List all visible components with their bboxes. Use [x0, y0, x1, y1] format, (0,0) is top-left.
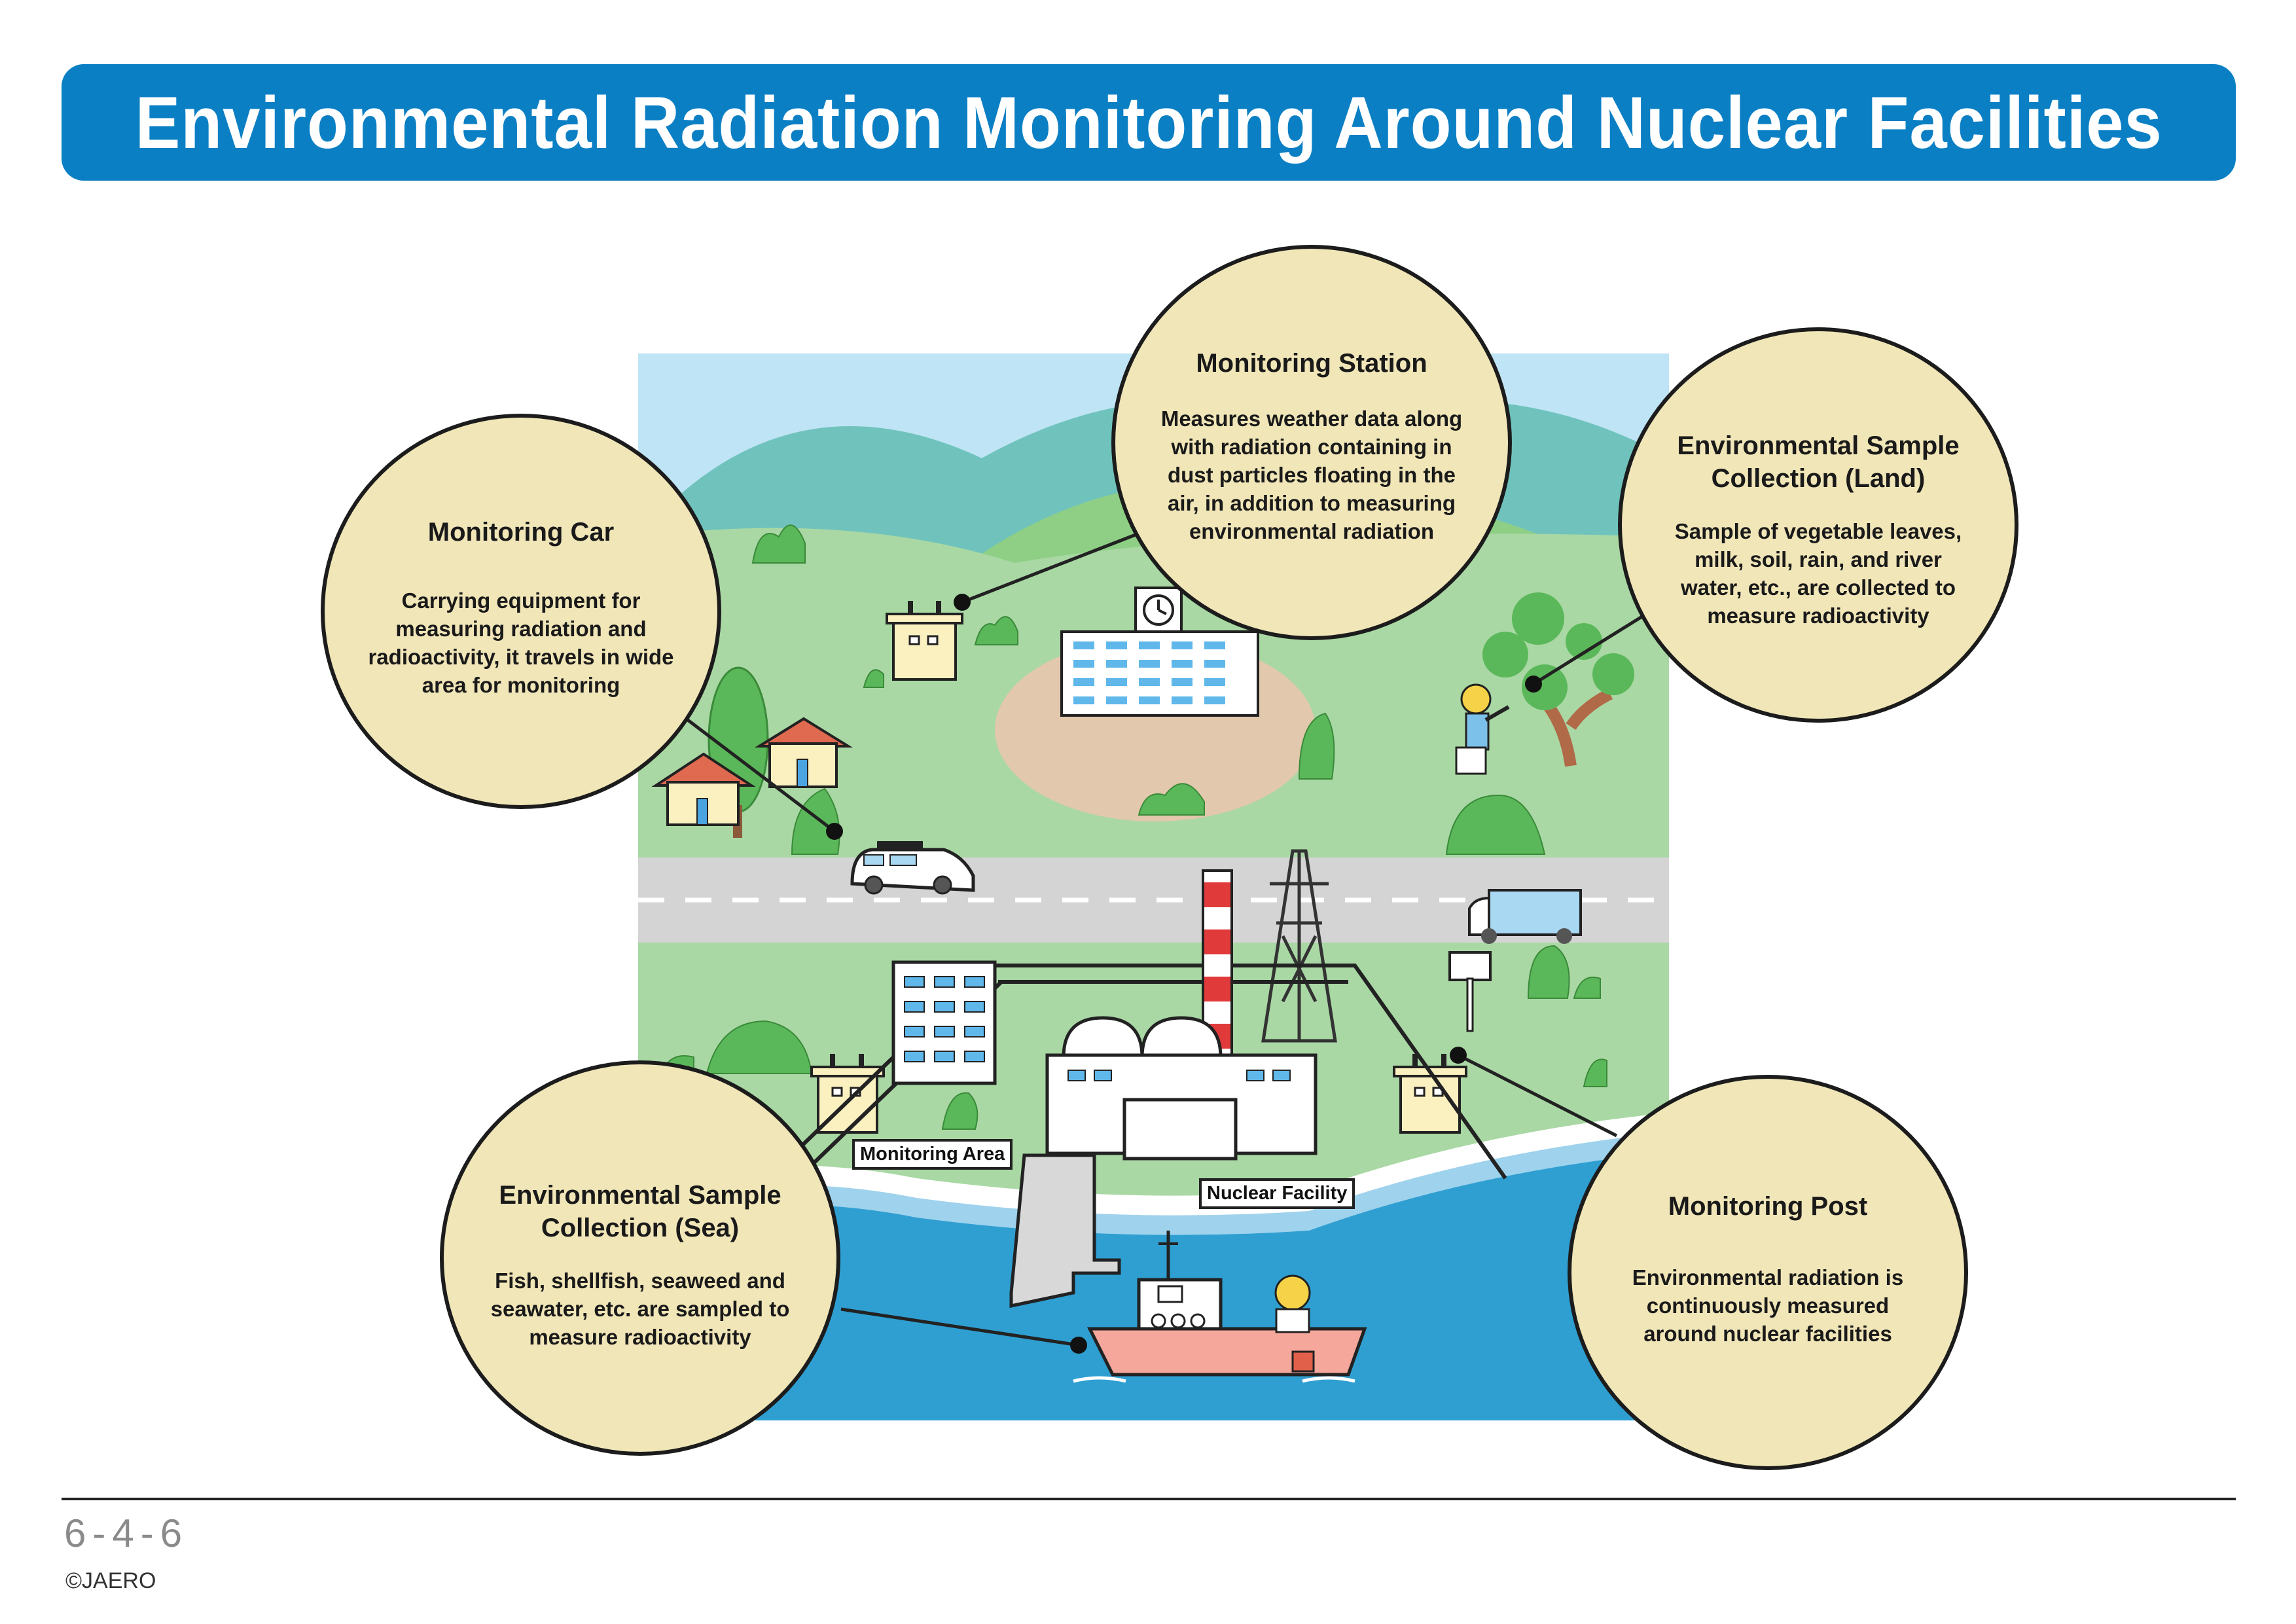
- bubble-title: Environmental Sample Collection (Land): [1677, 431, 1960, 493]
- page-title: Environmental Radiation Monitoring Aroun…: [135, 81, 2162, 164]
- connector-dot: [1525, 676, 1542, 693]
- bubble-description: Carrying equipment for measuring radiati…: [368, 588, 674, 697]
- nuclear-facility-label: Nuclear Facility: [1199, 1178, 1355, 1209]
- monitoring-car: [850, 841, 975, 895]
- bush: [706, 1020, 813, 1074]
- office-building: [891, 960, 997, 1085]
- bubble-description: Fish, shellfish, seaweed and seawater, e…: [490, 1269, 790, 1349]
- bush: [1298, 712, 1335, 780]
- footer-divider: [62, 1498, 2236, 1500]
- bubble-title: Environmental Sample Collection (Sea): [499, 1181, 781, 1242]
- bubble-title: Monitoring Station: [1196, 349, 1427, 378]
- connector-dot: [826, 823, 843, 840]
- monitoring-hut-right: [1393, 1054, 1467, 1134]
- bush: [1138, 783, 1205, 816]
- bush: [1445, 794, 1546, 855]
- bush: [1527, 945, 1570, 999]
- bubble-description: Sample of vegetable leaves, milk, soil, …: [1674, 519, 1962, 628]
- bubble-monitoring-post: Monitoring Post Environmental radiation …: [1568, 1075, 1968, 1470]
- connector-dot: [1070, 1337, 1087, 1354]
- bubble-monitoring-station: Monitoring Station Measures weather data…: [1111, 245, 1512, 640]
- monitoring-post: [1448, 951, 1492, 1032]
- bubble-sample-land: Environmental Sample Collection (Land) S…: [1618, 327, 2018, 723]
- monitoring-station-building: [1060, 586, 1259, 717]
- nuclear-facility-building: [1045, 1016, 1318, 1161]
- land-worker: [1455, 683, 1510, 775]
- bush: [1573, 977, 1601, 999]
- monitoring-hut-left: [810, 1054, 885, 1134]
- transmission-tower: [1261, 849, 1337, 1043]
- bubble-description: Measures weather data along with radiati…: [1160, 406, 1463, 543]
- bubble-title: Monitoring Post: [1668, 1192, 1868, 1221]
- bubble-title: Monitoring Car: [427, 518, 615, 547]
- monitoring-hut-upper: [886, 601, 963, 681]
- monitoring-area-label: Monitoring Area: [852, 1139, 1013, 1170]
- bush: [863, 669, 884, 688]
- boat: [1073, 1231, 1367, 1383]
- connector-dot: [1450, 1047, 1467, 1064]
- pier: [1009, 1153, 1121, 1308]
- copyright: ©JAERO: [65, 1568, 156, 1593]
- bush: [974, 616, 1018, 645]
- connector-dot: [954, 594, 971, 611]
- bubble-sample-sea: Environmental Sample Collection (Sea) Fi…: [440, 1060, 840, 1456]
- bubble-monitoring-car: Monitoring Car Carrying equipment for me…: [321, 414, 721, 809]
- house: [754, 717, 853, 788]
- bubble-description: Environmental radiation is continuously …: [1632, 1265, 1904, 1346]
- page-number: 6-4-6: [64, 1511, 189, 1555]
- bush: [1583, 1058, 1607, 1087]
- truck: [1468, 889, 1582, 944]
- house: [651, 752, 756, 826]
- bush: [941, 1092, 978, 1130]
- connector-lines: [684, 532, 1651, 1347]
- land-tree: [1482, 592, 1634, 767]
- bush: [751, 524, 806, 564]
- title-bar: Environmental Radiation Monitoring Aroun…: [62, 64, 2236, 181]
